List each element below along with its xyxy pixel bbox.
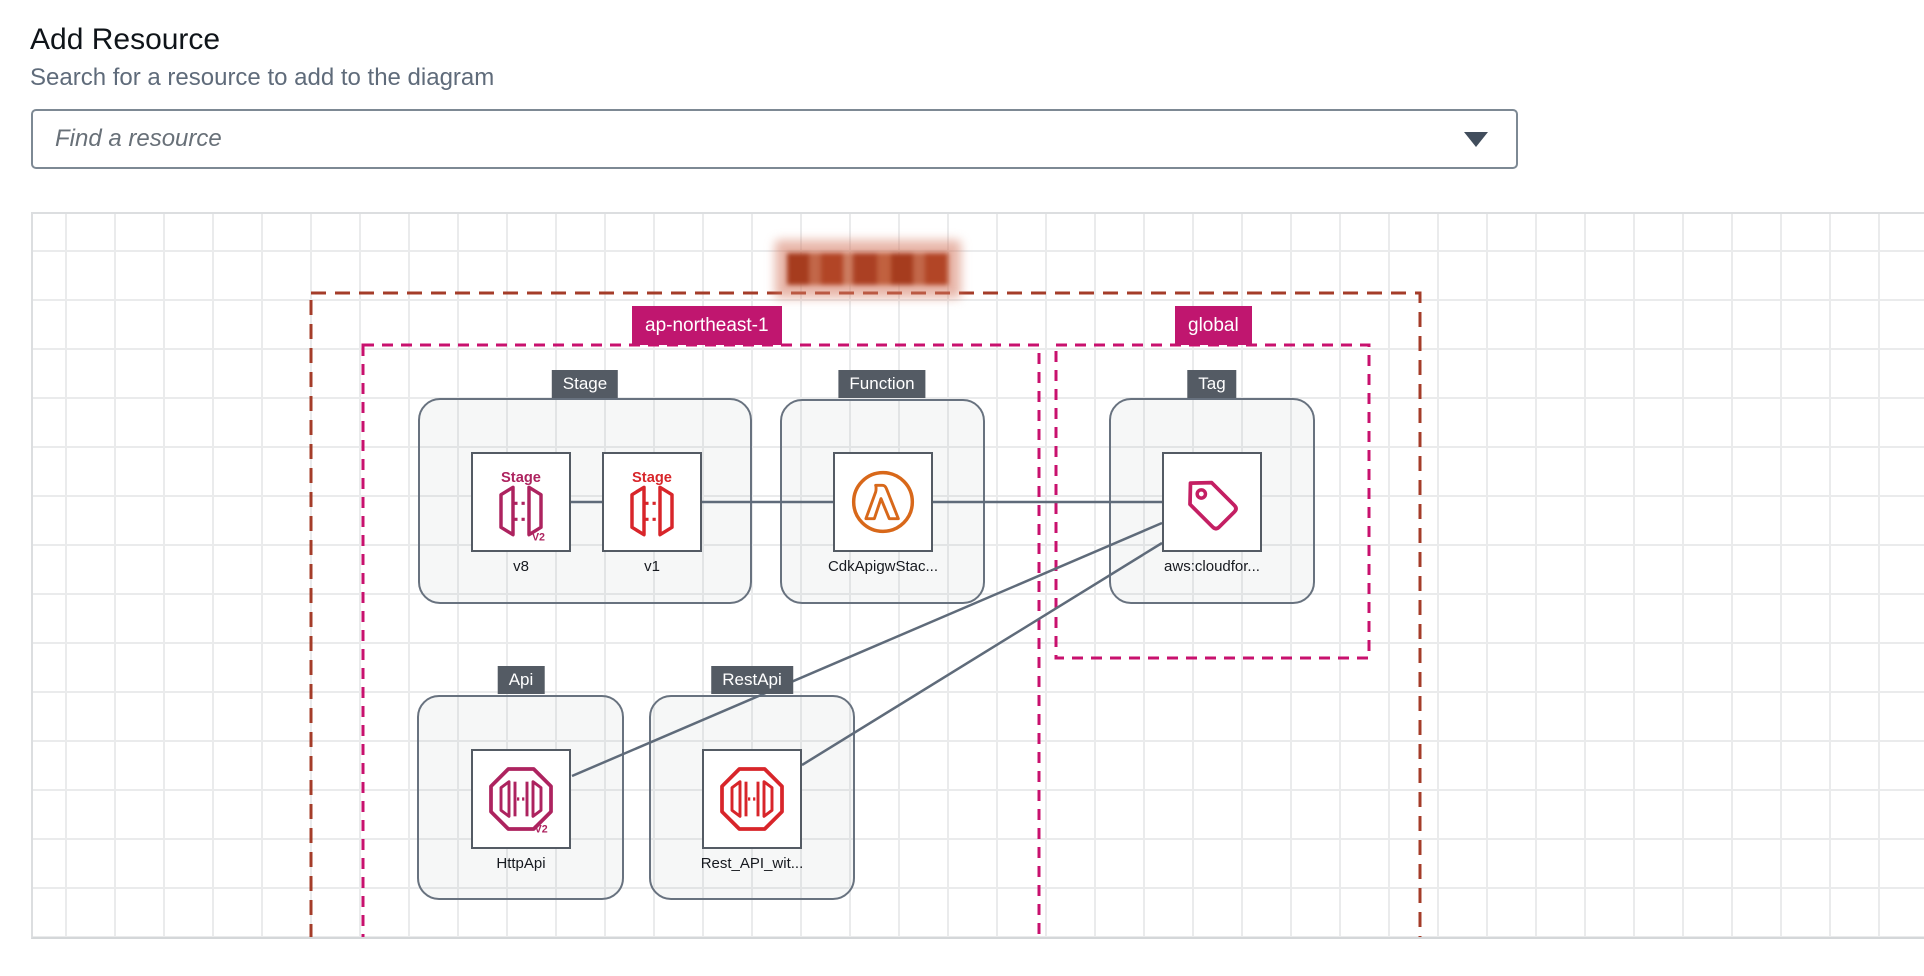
- node-label-cdkfunction: CdkApigwStac...: [827, 558, 939, 575]
- node-restapi[interactable]: [702, 749, 802, 849]
- tag-icon: [1188, 480, 1238, 531]
- node-httpapi[interactable]: V2: [471, 749, 571, 849]
- group-badge-function[interactable]: Function: [838, 370, 926, 398]
- group-badge-stage[interactable]: Stage: [551, 370, 619, 398]
- dropdown-arrow-icon[interactable]: [1464, 132, 1488, 147]
- node-label-restapi: Rest_API_wit...: [700, 855, 804, 872]
- node-cloudformationtag[interactable]: [1162, 452, 1262, 552]
- node-v8[interactable]: Stage V2: [471, 452, 571, 552]
- resource-search-combobox[interactable]: [31, 109, 1518, 169]
- page-subtitle: Search for a resource to add to the diag…: [30, 64, 495, 91]
- api-gateway-http-api-icon: V2: [489, 767, 553, 835]
- node-v1[interactable]: Stage: [602, 452, 702, 552]
- redacted-account-label: [775, 240, 961, 298]
- api-gateway-rest-api-icon: [720, 767, 784, 831]
- svg-text:Stage: Stage: [501, 470, 541, 486]
- svg-text:V2: V2: [532, 532, 545, 542]
- node-label-httpapi: HttpApi: [496, 855, 546, 872]
- group-badge-api[interactable]: Api: [497, 666, 545, 694]
- node-label-v1: v1: [644, 558, 660, 575]
- node-label-cloudformationtag: aws:cloudfor...: [1164, 558, 1260, 575]
- diagram-canvas[interactable]: Stage Function Tag Api RestApi ap-northe…: [31, 212, 1924, 939]
- resource-search-input[interactable]: [33, 111, 1516, 167]
- node-cdkfunction[interactable]: [833, 452, 933, 552]
- region-badge-ap-northeast-1[interactable]: ap-northeast-1: [632, 306, 782, 345]
- api-gateway-stage-v2-icon: Stage V2: [499, 470, 545, 542]
- group-badge-tag[interactable]: Tag: [1187, 370, 1237, 398]
- svg-text:V2: V2: [535, 823, 548, 835]
- api-gateway-stage-icon: Stage: [630, 470, 674, 537]
- page-title: Add Resource: [30, 23, 221, 56]
- group-badge-restapi[interactable]: RestApi: [711, 666, 793, 694]
- lambda-icon: [851, 470, 915, 534]
- region-badge-global[interactable]: global: [1175, 306, 1252, 345]
- svg-text:Stage: Stage: [632, 470, 672, 486]
- redacted-blur-core: [787, 253, 949, 285]
